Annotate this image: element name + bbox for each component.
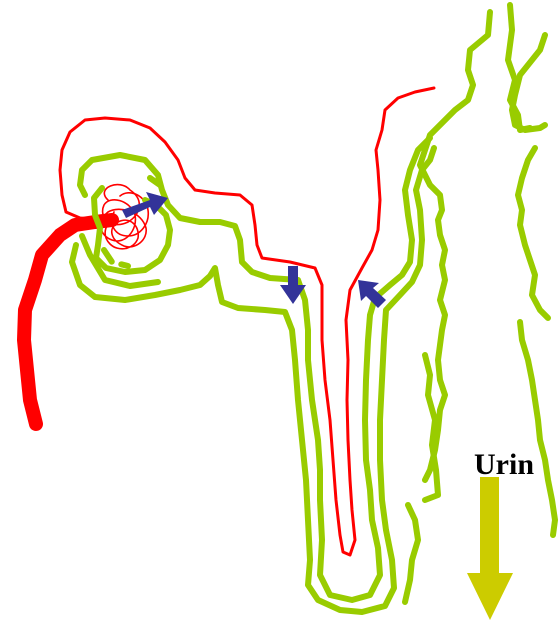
- blood-vessel: [24, 88, 434, 555]
- urine-arrow-icon: [467, 477, 513, 620]
- urine-label: Urin: [474, 450, 534, 480]
